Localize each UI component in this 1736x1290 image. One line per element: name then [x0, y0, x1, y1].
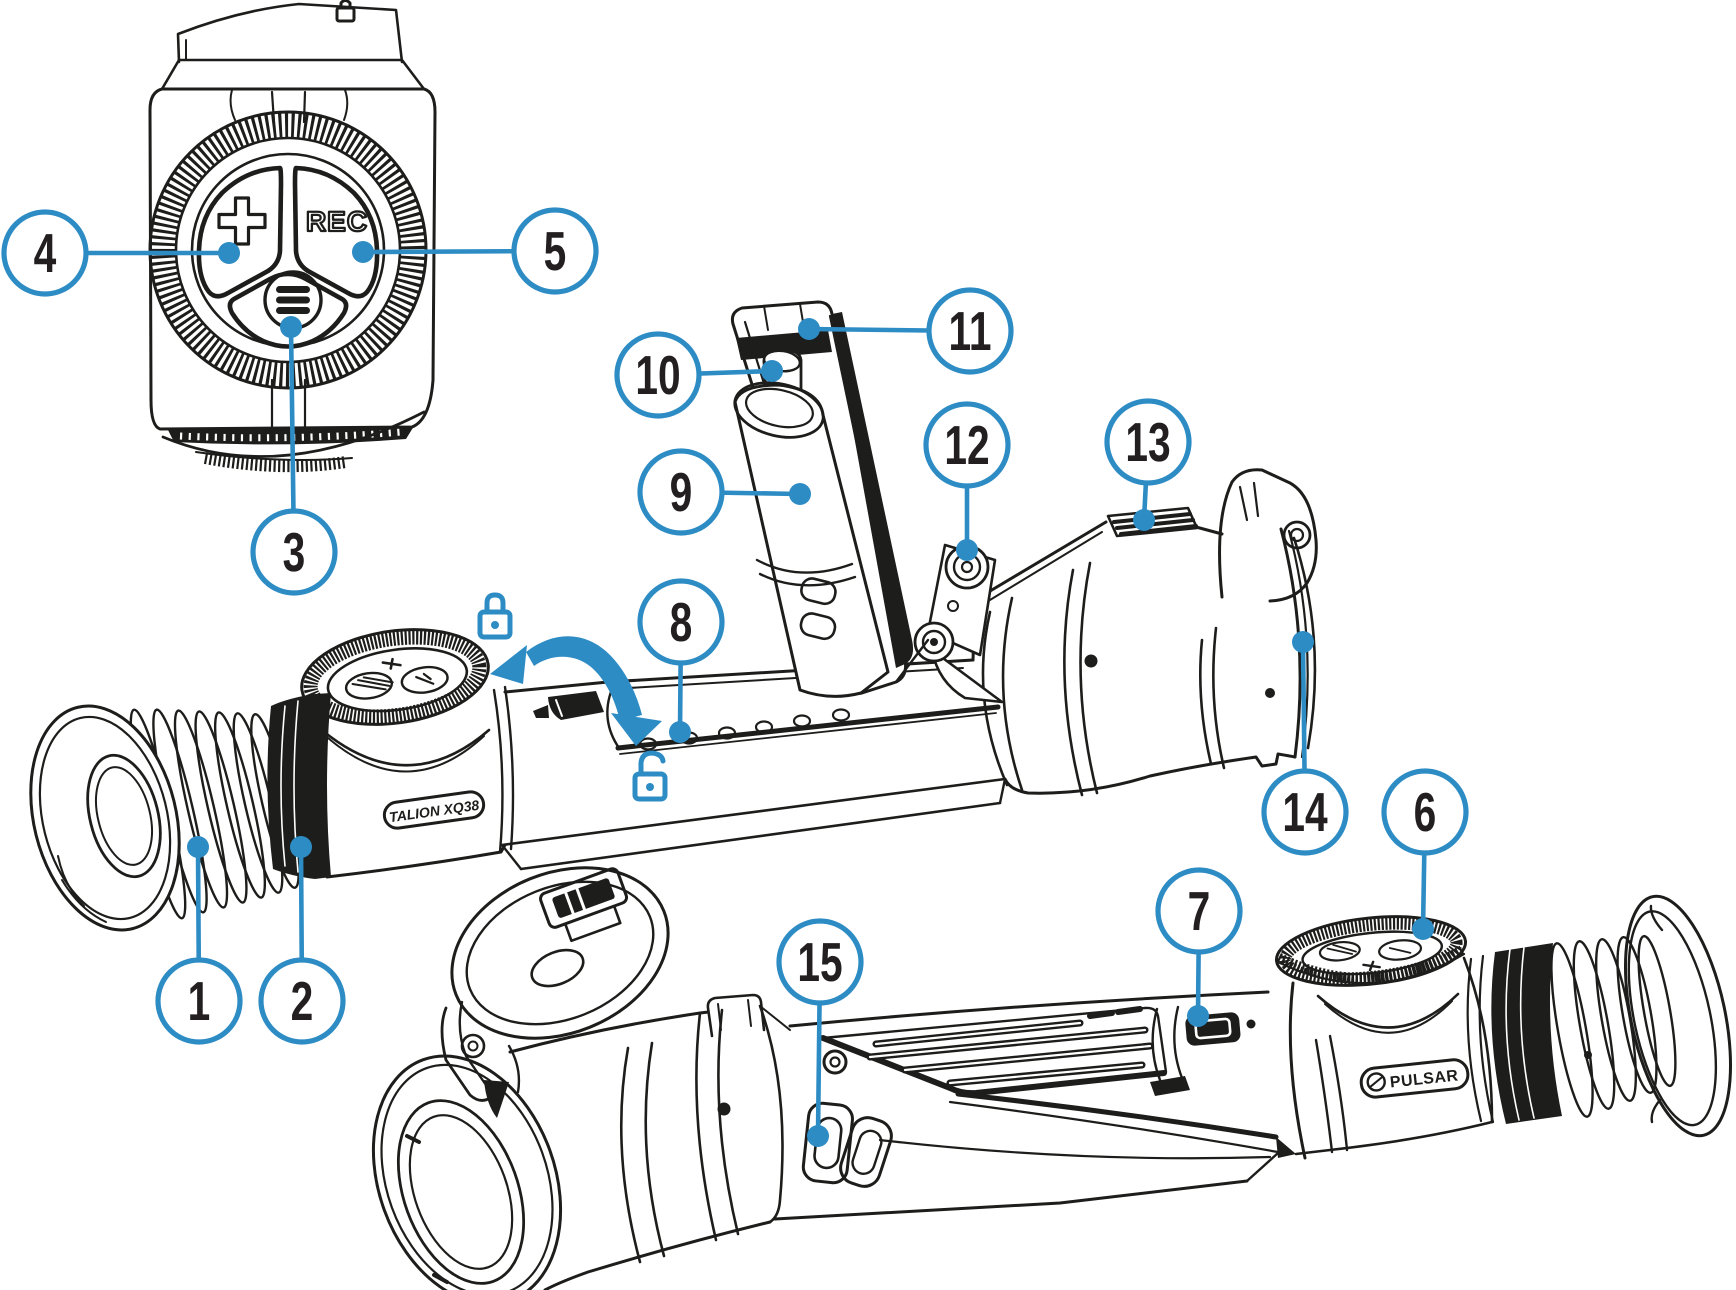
- svg-text:9: 9: [670, 461, 693, 523]
- svg-text:1: 1: [188, 970, 211, 1032]
- svg-text:15: 15: [797, 931, 842, 993]
- svg-text:13: 13: [1125, 411, 1170, 473]
- svg-text:REC: REC: [306, 206, 368, 237]
- svg-text:8: 8: [670, 591, 693, 653]
- svg-text:7: 7: [1188, 880, 1211, 942]
- svg-text:4: 4: [34, 222, 57, 284]
- svg-text:10: 10: [635, 344, 680, 406]
- svg-text:2: 2: [291, 970, 314, 1032]
- svg-text:5: 5: [544, 220, 567, 282]
- svg-text:6: 6: [1414, 781, 1437, 843]
- svg-text:3: 3: [283, 521, 306, 583]
- svg-text:14: 14: [1282, 781, 1328, 843]
- svg-text:12: 12: [944, 414, 989, 476]
- svg-text:11: 11: [948, 300, 991, 362]
